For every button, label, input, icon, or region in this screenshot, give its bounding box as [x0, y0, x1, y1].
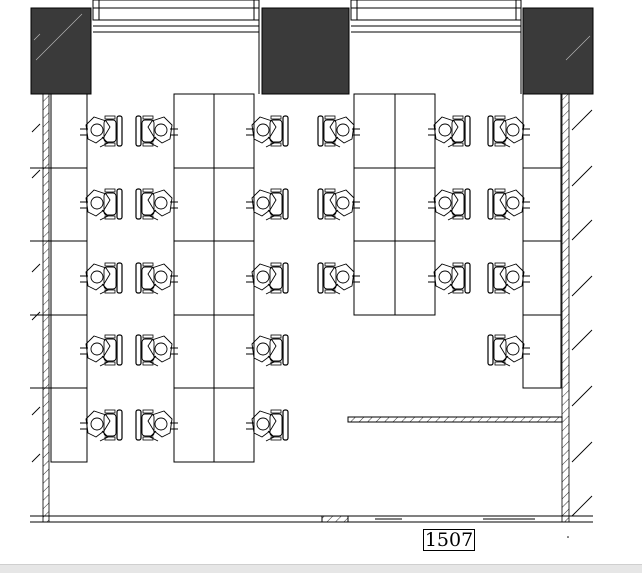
workstation-chair-icon [79, 188, 123, 221]
bottom-wall [30, 515, 593, 523]
workstation-chair-icon [245, 115, 289, 148]
plan-dot [567, 536, 569, 538]
workstation-chair-icon [136, 410, 178, 441]
right-wall [561, 93, 593, 523]
left-wall [30, 93, 52, 523]
workstation-chair-icon [488, 335, 530, 366]
workstation-chair-icon [79, 115, 123, 148]
column-frames [90, 20, 522, 94]
workstation-chair-icon [427, 262, 471, 295]
workstation-chair-icon [136, 189, 178, 220]
workstation-chair-icon [79, 262, 123, 295]
workstation-chair-icon [79, 409, 123, 442]
room-number-label: 1507 [423, 529, 475, 551]
workstation-chairs [79, 115, 530, 442]
top-window-frames [92, 0, 522, 33]
workstation-chair-icon [245, 334, 289, 367]
workstation-chair-icon [488, 116, 530, 147]
workstation-chair-icon [136, 116, 178, 147]
structural-columns [30, 7, 594, 95]
workstation-chair-icon [488, 263, 530, 294]
workstation-chair-icon [427, 188, 471, 221]
workstation-chair-icon [427, 115, 471, 148]
workstation-chair-icon [245, 409, 289, 442]
desk-blocks [50, 93, 562, 463]
workstation-chair-icon [136, 263, 178, 294]
workstation-chair-icon [136, 335, 178, 366]
internal-partition [347, 416, 563, 423]
viewer-bottom-bar [0, 564, 642, 573]
workstation-chair-icon [488, 189, 530, 220]
workstation-chair-icon [79, 334, 123, 367]
workstation-chair-icon [245, 262, 289, 295]
workstation-chair-icon [245, 188, 289, 221]
